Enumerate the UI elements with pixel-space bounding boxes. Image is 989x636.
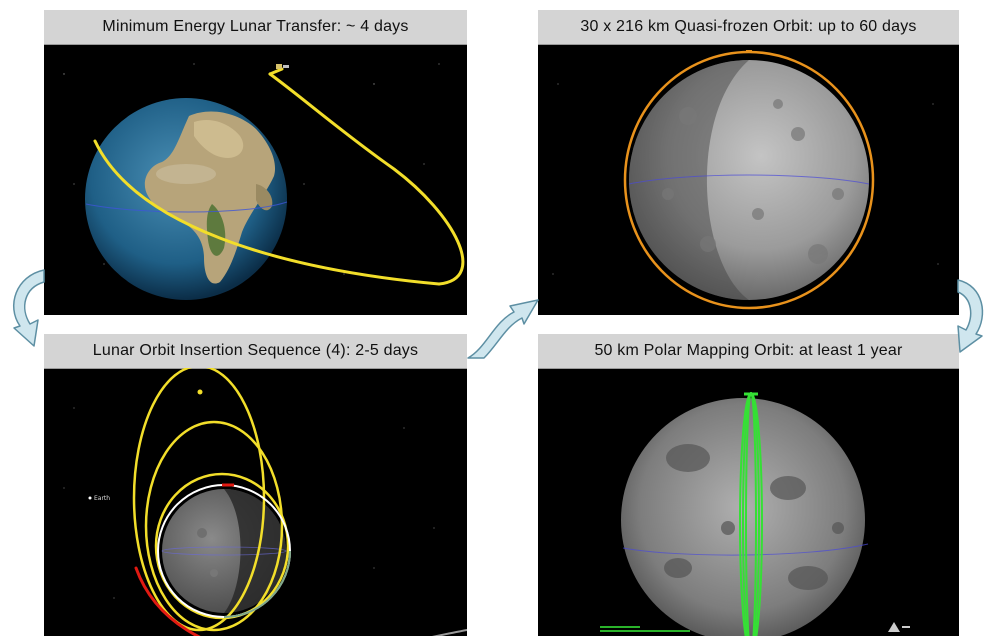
transfer-scene bbox=[44, 44, 467, 315]
spacecraft-marker bbox=[746, 50, 752, 53]
loi-scene: Earth bbox=[44, 368, 467, 636]
earth-label: Earth bbox=[94, 495, 110, 502]
starfield bbox=[63, 63, 440, 275]
starfield bbox=[552, 83, 939, 275]
transfer-trajectory bbox=[93, 67, 465, 286]
moon-globe bbox=[628, 60, 870, 300]
flow-arrow-left bbox=[6, 266, 48, 352]
flow-arrow-middle bbox=[466, 282, 542, 362]
panel-orbit-insertion: Lunar Orbit Insertion Sequence (4): 2-5 … bbox=[44, 334, 467, 636]
mapping-scene bbox=[538, 368, 959, 636]
panel-title: 30 x 216 km Quasi-frozen Orbit: up to 60… bbox=[538, 10, 959, 45]
panel-quasi-frozen-orbit: 30 x 216 km Quasi-frozen Orbit: up to 60… bbox=[538, 10, 959, 315]
perilune-marker bbox=[197, 389, 203, 395]
corner-logo bbox=[888, 622, 910, 632]
spacecraft-marker bbox=[276, 64, 289, 69]
curved-arrow-icon bbox=[12, 269, 45, 347]
panel-title: Minimum Energy Lunar Transfer: ~ 4 days bbox=[44, 10, 467, 45]
earth-globe bbox=[85, 98, 288, 300]
status-readout bbox=[600, 626, 690, 632]
starfield bbox=[63, 407, 435, 599]
final-orbit bbox=[157, 483, 291, 618]
approach-trajectory bbox=[134, 566, 467, 636]
moon-globe bbox=[161, 489, 287, 613]
mapping-illustration bbox=[600, 392, 910, 636]
frozen-illustration bbox=[552, 50, 939, 310]
frozen-scene bbox=[538, 44, 959, 315]
panel-lunar-transfer: Minimum Energy Lunar Transfer: ~ 4 days bbox=[44, 10, 467, 315]
panel-title: Lunar Orbit Insertion Sequence (4): 2-5 … bbox=[44, 334, 467, 369]
panel-polar-mapping-orbit: 50 km Polar Mapping Orbit: at least 1 ye… bbox=[538, 334, 959, 636]
earth-marker bbox=[88, 496, 92, 500]
polar-orbit-tracks bbox=[739, 392, 763, 636]
curved-arrow-icon bbox=[957, 279, 984, 353]
transfer-illustration bbox=[63, 63, 465, 300]
loi-illustration: Earth bbox=[63, 368, 467, 636]
panel-title: 50 km Polar Mapping Orbit: at least 1 ye… bbox=[538, 334, 959, 369]
curved-arrow-icon bbox=[467, 299, 539, 359]
flow-arrow-right bbox=[954, 276, 989, 356]
